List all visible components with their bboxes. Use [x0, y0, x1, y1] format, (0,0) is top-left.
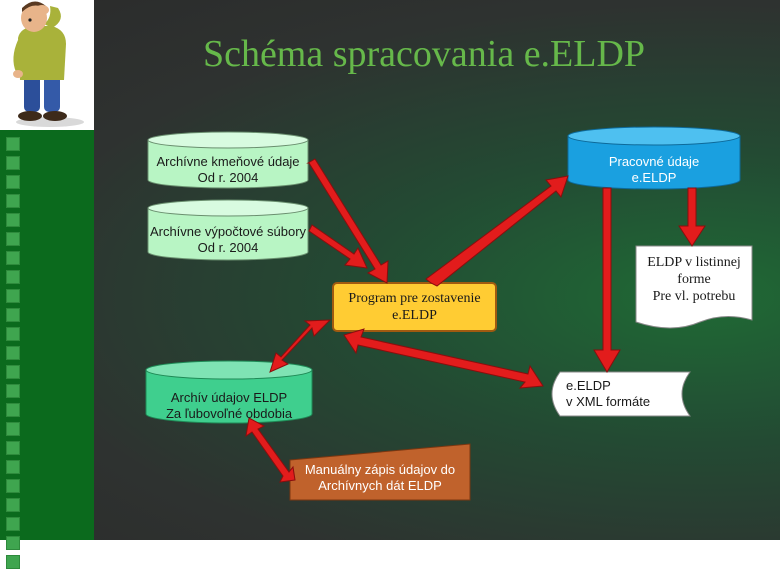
diagram-shapes	[145, 126, 753, 501]
arrow-xml-program	[343, 328, 544, 389]
cylinder-archive-eldp	[145, 360, 313, 424]
archive-kmenove-label: Archívne kmeňové údaje Od r. 2004	[156, 154, 300, 185]
arrow-program-archive	[269, 319, 332, 373]
decorative-squares	[6, 137, 20, 574]
arrow-manual-archive	[245, 417, 296, 483]
cartoon-man-image	[0, 0, 94, 130]
arrow-working-to-paper	[678, 187, 706, 247]
xml-eldp-label: e.ELDP v XML formáte	[566, 378, 651, 409]
paper-eldp-shape	[635, 245, 753, 329]
paper-eldp-label: ELDP v listinnej forme Pre vl. potrebu	[647, 255, 741, 304]
cylinder-archive-kmenove	[147, 131, 309, 189]
xml-eldp-shape	[551, 371, 691, 417]
archive-vypoctove-label: Archívne výpočtové súbory Od r. 2004	[149, 224, 307, 255]
program-label: Program pre zostavenie e.ELDP	[348, 291, 481, 323]
manual-input-label: Manuálny zápis údajov do Archívnych dát …	[304, 462, 456, 493]
cylinder-working-data	[567, 126, 741, 190]
arrow-working-to-xml	[593, 187, 621, 373]
slide-title: Schéma spracovania e.ELDP	[202, 33, 646, 75]
manual-input-box	[289, 443, 471, 501]
arrow-program-to-working	[425, 175, 569, 287]
program-box	[332, 282, 497, 332]
arrow-kmenove-to-program	[306, 158, 389, 284]
left-sidebar	[0, 0, 94, 569]
cylinder-archive-vypoctove	[147, 199, 309, 261]
working-data-label: Pracovné údaje e.ELDP	[608, 154, 700, 185]
arrow-vypoctove-to-program	[308, 224, 368, 269]
archive-eldp-label: Archív údajov ELDP Za ľubovoľné obdobia	[165, 390, 293, 421]
